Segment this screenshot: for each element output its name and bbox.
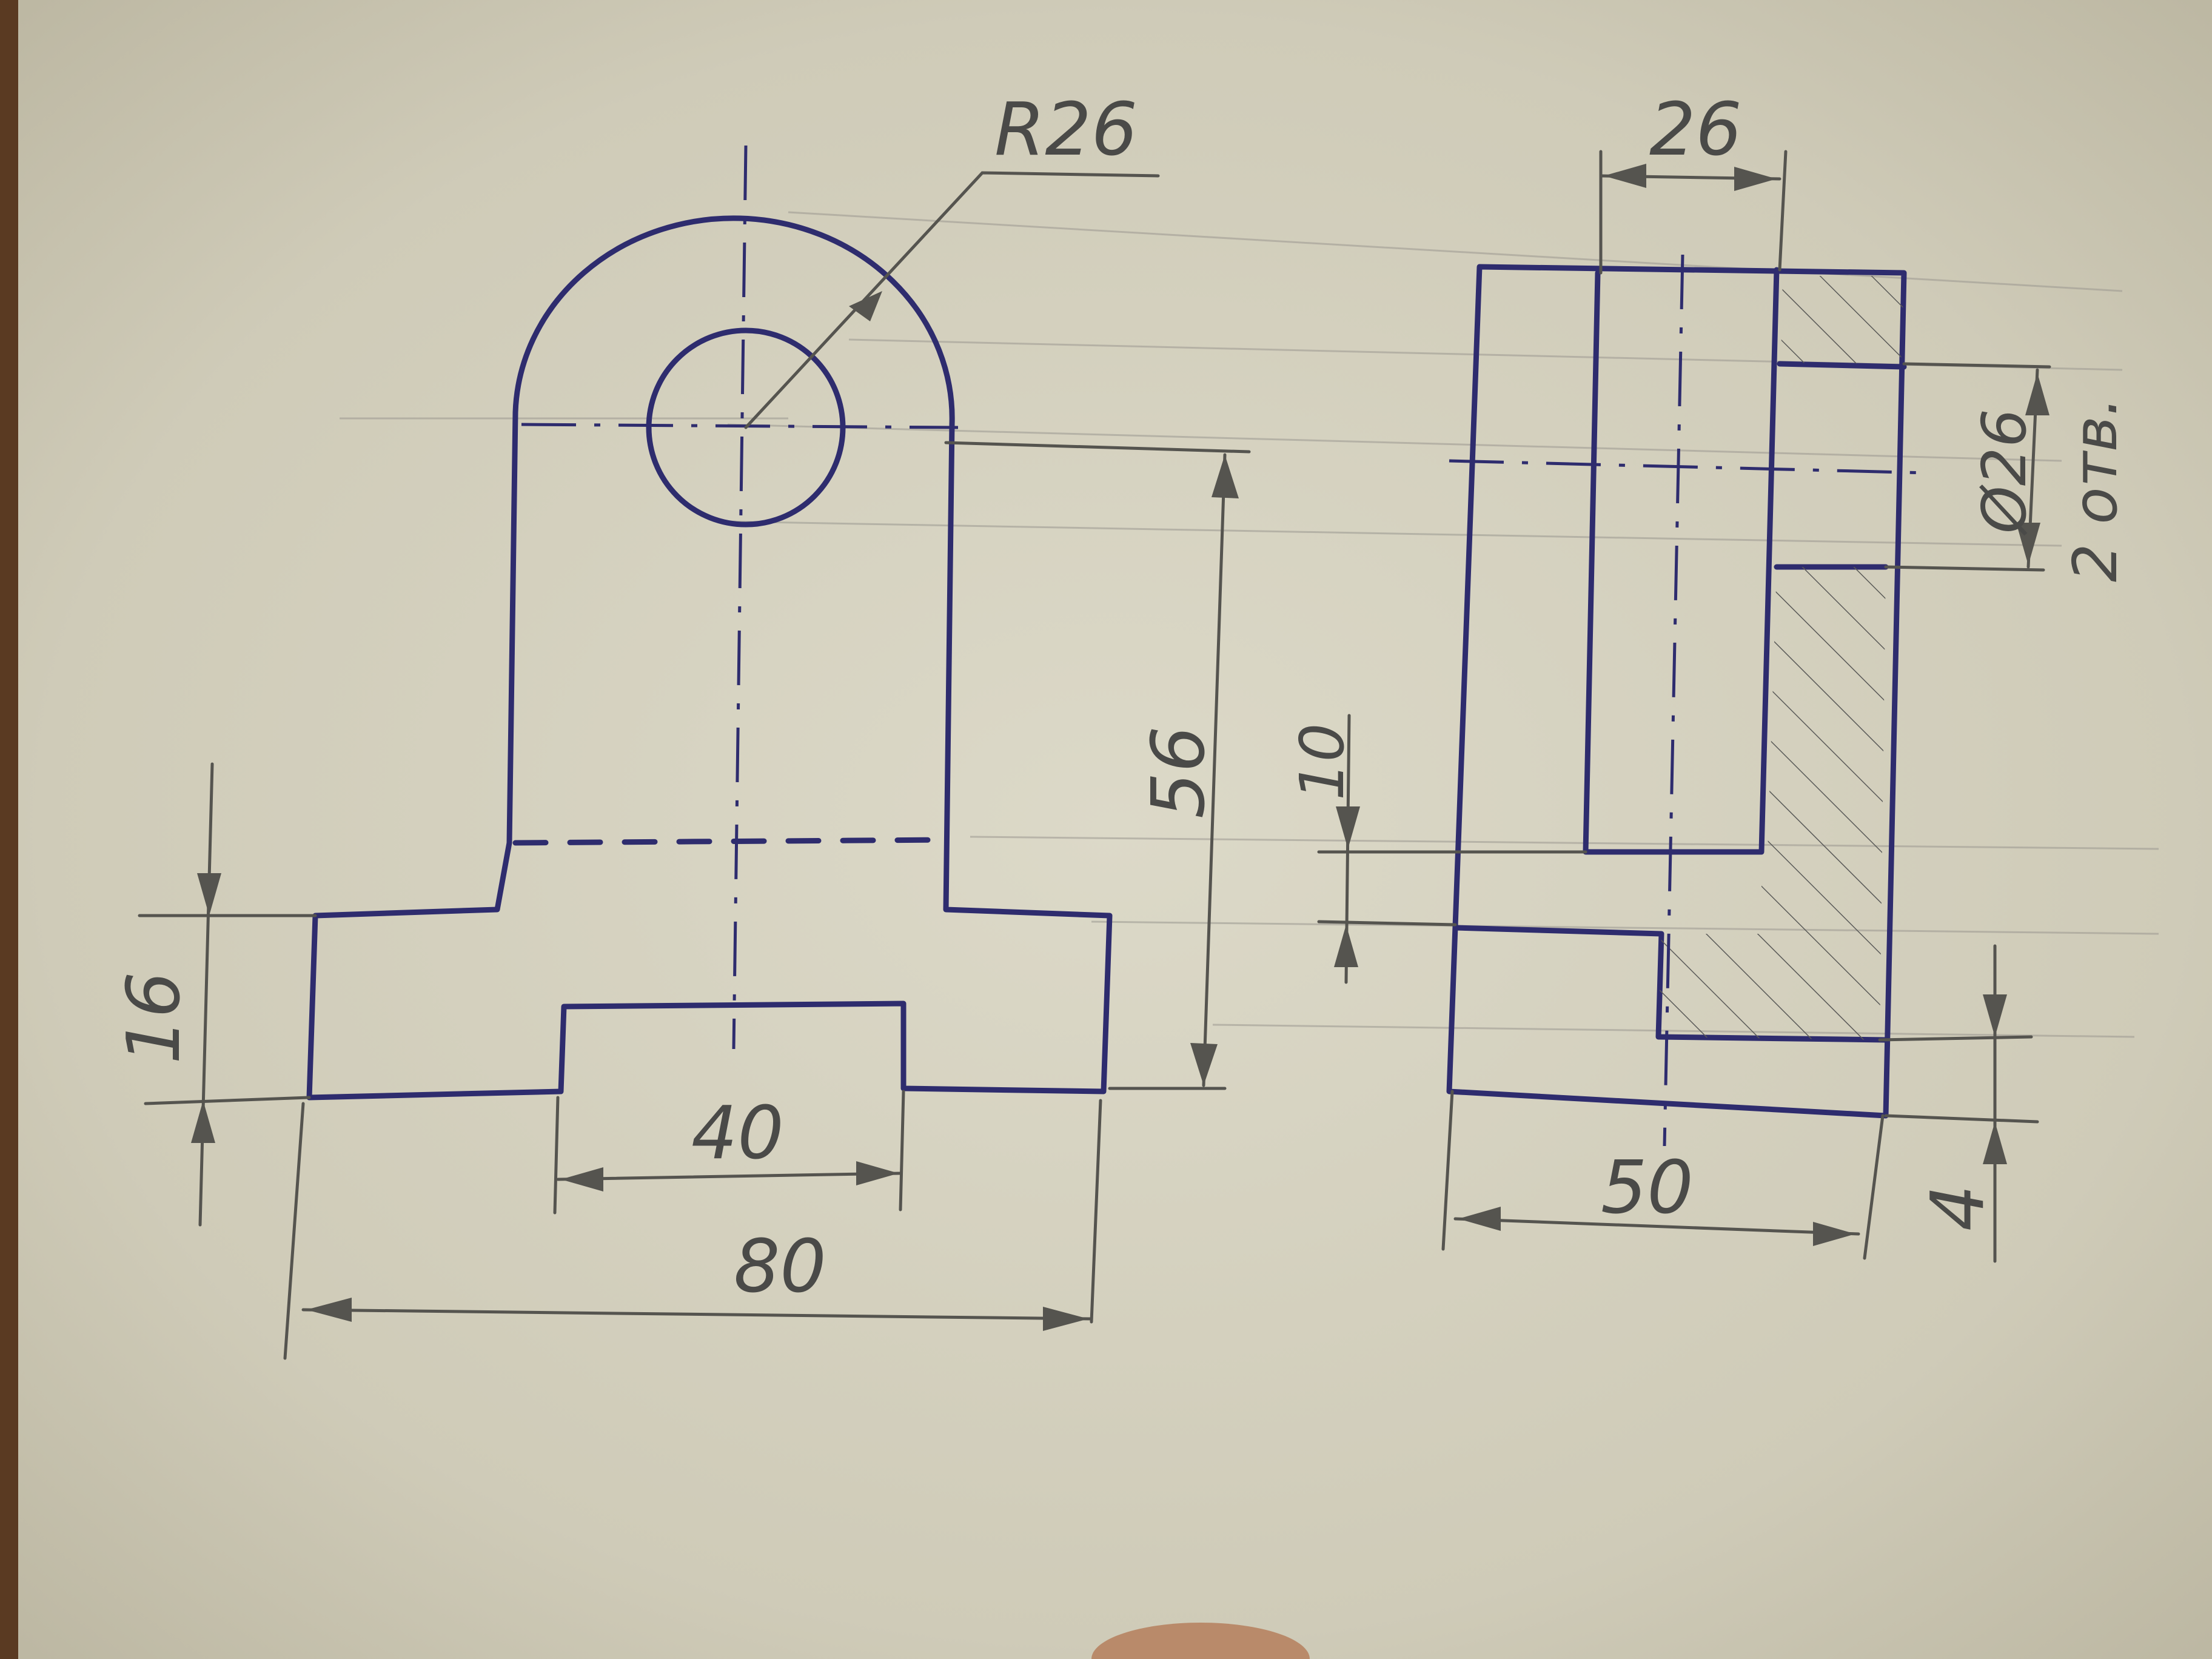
- label-56: 56: [1137, 726, 1221, 819]
- side-view-slot: [1583, 267, 1780, 855]
- section-edge-top: [1777, 361, 1907, 370]
- dimension-arrows: [191, 164, 2049, 1331]
- label-r26: R26: [994, 88, 1138, 172]
- front-view-hidden-line: [512, 837, 949, 846]
- label-hole-diameter: Ø26: [1969, 409, 2040, 536]
- label-4: 4: [1916, 1185, 2000, 1231]
- dim-16-line: [198, 762, 214, 1227]
- dim-50-line: [1453, 1217, 1860, 1236]
- dim-56-line: [1202, 453, 1227, 1087]
- label-26: 26: [1649, 88, 1742, 172]
- label-40: 40: [691, 1091, 784, 1176]
- paper-sheet: [18, 0, 2212, 1659]
- label-10: 10: [1287, 723, 1358, 800]
- dim-80-line: [301, 1308, 1093, 1321]
- finger-tip: [1091, 1623, 1310, 1659]
- dim-40-line: [556, 1171, 902, 1181]
- label-16: 16: [112, 971, 196, 1064]
- front-view-centerlines: [521, 145, 959, 1050]
- label-hole-count: 2 отв.: [2060, 397, 2131, 582]
- r26-leader: [744, 171, 1160, 429]
- label-80: 80: [734, 1225, 826, 1309]
- side-view-centerlines: [1449, 254, 1929, 1147]
- side-view-hatching: [1658, 276, 1904, 1040]
- label-50: 50: [1601, 1146, 1694, 1230]
- front-view-outline: [306, 215, 1113, 1101]
